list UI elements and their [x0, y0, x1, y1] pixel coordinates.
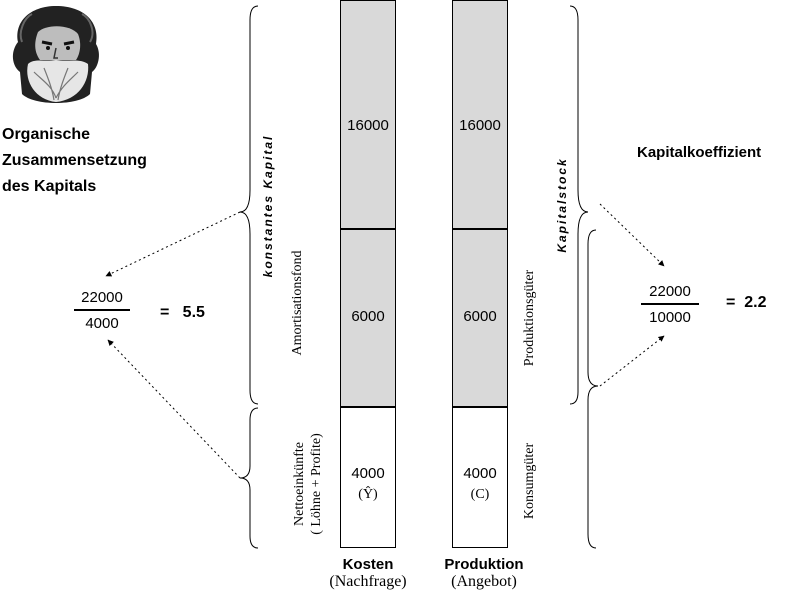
- fraction-denominator: 10000: [649, 309, 691, 326]
- cost-column-title: Kosten: [342, 556, 394, 573]
- cost-segment-top: [340, 0, 396, 229]
- production-goods-brace: [587, 229, 599, 549]
- production-segment-middle: [452, 229, 508, 407]
- cost-bottom-symbol: (Ŷ): [358, 487, 378, 502]
- production-column-title: Produktion: [444, 556, 524, 573]
- production-bottom-symbol: (C): [470, 487, 490, 502]
- capital-coefficient-title: Kapitalkoeffizient: [637, 144, 762, 161]
- arrow-left-lower: [107, 339, 241, 479]
- arrow-right-lower: [599, 335, 665, 387]
- arrow-left-upper: [105, 211, 241, 277]
- capital-stock-brace: [569, 5, 589, 405]
- net-income-brace: [239, 407, 259, 549]
- portrait-image: [12, 6, 99, 103]
- production-top-value: 16000: [459, 117, 501, 134]
- cost-segment-bottom: [340, 407, 396, 548]
- cost-column-footer: Kosten (Nachfrage): [308, 556, 428, 591]
- production-column-subtitle: (Angebot): [451, 573, 517, 590]
- fraction-numerator: 22000: [81, 289, 123, 306]
- production-segment-bottom: [452, 407, 508, 548]
- capital-coefficient-fraction: 22000 10000: [641, 283, 699, 326]
- fraction-numerator: 22000: [649, 283, 691, 300]
- title-line-3: des Kapitals: [2, 178, 97, 195]
- capital-coefficient-result: = 2.2: [726, 294, 767, 311]
- fraction-denominator: 4000: [85, 315, 119, 332]
- organic-composition-fraction: 22000 4000: [74, 289, 130, 332]
- production-bottom-value: 4000: [463, 465, 497, 482]
- production-segment-top: [452, 0, 508, 229]
- constant-capital-brace: [239, 5, 259, 405]
- cost-top-value: 16000: [347, 117, 389, 134]
- fraction-bar: [641, 303, 699, 305]
- organic-composition-result: = 5.5: [160, 304, 205, 321]
- cost-bottom-value: 4000: [351, 465, 385, 482]
- cost-column-subtitle: (Nachfrage): [329, 573, 407, 590]
- title-line-1: Organische: [2, 126, 91, 143]
- organic-composition-title: Organische Zusammensetzung des Kapitals: [2, 122, 202, 200]
- production-middle-value: 6000: [463, 308, 497, 325]
- title-line-2: Zusammensetzung: [2, 152, 147, 169]
- production-column-footer: Produktion (Angebot): [424, 556, 544, 591]
- fraction-bar: [74, 309, 130, 311]
- cost-segment-middle: [340, 229, 396, 407]
- cost-middle-value: 6000: [351, 308, 385, 325]
- arrow-right-upper: [599, 203, 665, 267]
